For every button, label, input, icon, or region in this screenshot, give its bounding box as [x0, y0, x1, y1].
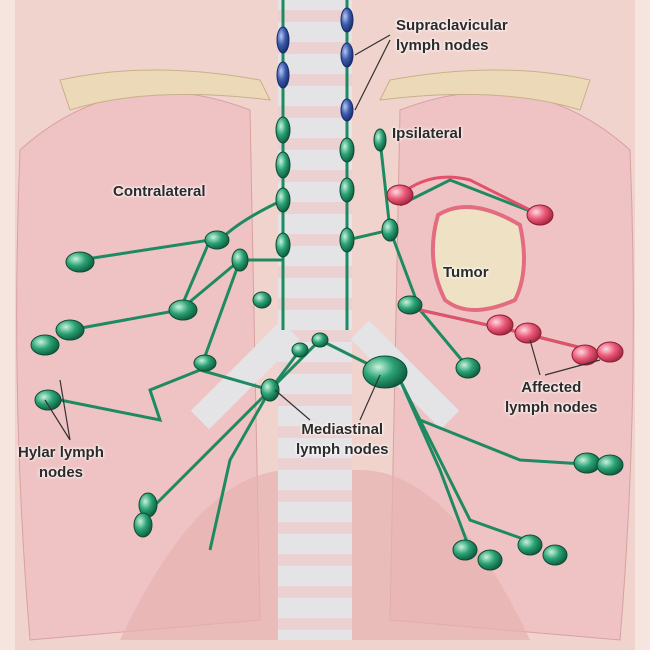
trachea-ring	[278, 234, 352, 246]
trachea-rings	[278, 10, 352, 630]
trachea-ring	[278, 522, 352, 534]
lymph-node	[455, 357, 481, 379]
trachea-ring	[278, 298, 352, 310]
lymph-node	[339, 227, 355, 253]
affected-pointer	[529, 339, 601, 376]
trachea-ring	[278, 202, 352, 214]
affected-lymph-node	[486, 314, 514, 336]
left-clavicle	[379, 69, 591, 111]
trachea-ring	[278, 426, 352, 438]
trachea-ring	[278, 106, 352, 118]
lymph-node	[339, 137, 355, 163]
lymph-node	[55, 319, 85, 341]
lymph-node	[291, 342, 309, 358]
lymph-node	[34, 389, 62, 411]
trachea-ring	[278, 138, 352, 150]
trachea	[278, 0, 352, 640]
mediastinal-pointer	[274, 374, 381, 421]
lymph-node	[275, 232, 291, 258]
affected-lymph-node	[596, 341, 624, 363]
trachea-ring	[278, 394, 352, 406]
lymph-node	[573, 452, 601, 474]
trachea-ring	[278, 586, 352, 598]
lymph-node	[362, 355, 408, 389]
lymph-node	[275, 151, 291, 179]
lymph-node	[204, 230, 230, 250]
ipsilateral-label: Ipsilateral	[392, 125, 463, 142]
supraclavicular-lymph-node	[340, 7, 354, 33]
lymph-node	[193, 354, 217, 372]
lymph-node	[231, 248, 249, 272]
lymph-node	[311, 332, 329, 348]
lymph-node	[133, 512, 153, 538]
lymph-node	[65, 251, 95, 273]
trachea-ring	[278, 458, 352, 470]
trachea-ring	[278, 490, 352, 502]
supraclavicular-pointer	[354, 34, 391, 111]
lymph-node	[517, 534, 543, 556]
supraclavicular-lymph-node	[276, 26, 290, 54]
trachea-ring	[278, 266, 352, 278]
hylar-pointer	[44, 379, 71, 441]
lymph-node	[260, 378, 280, 402]
lymph-node	[452, 539, 478, 561]
affected-lymph-node	[386, 184, 414, 206]
lymph-node	[339, 177, 355, 203]
lymph-node	[373, 128, 387, 152]
supraclavicular-lymph-node	[340, 42, 354, 68]
trachea-ring	[278, 74, 352, 86]
lymph-node	[381, 218, 399, 242]
lymph-node	[542, 544, 568, 566]
lymph-nodes	[30, 7, 624, 571]
right-clavicle	[59, 69, 271, 111]
lymph-node	[596, 454, 624, 476]
trachea-ring	[278, 554, 352, 566]
affected-lymph-node	[514, 322, 542, 344]
supraclavicular-lymph-node	[340, 98, 354, 122]
tumor	[430, 205, 526, 312]
lymph-node	[168, 299, 198, 321]
lymph-node	[275, 116, 291, 144]
trachea-ring	[278, 170, 352, 182]
lymph-node	[275, 187, 291, 213]
lymph-node	[397, 295, 423, 315]
trachea-ring	[278, 42, 352, 54]
lymph-node	[30, 334, 60, 356]
affected-lymph-node	[526, 204, 554, 226]
lymph-node	[477, 549, 503, 571]
lymph-node	[252, 291, 272, 309]
contralateral-label: Contralateral	[113, 183, 206, 200]
supraclavicular-lymph-node	[276, 61, 290, 89]
trachea-ring	[278, 618, 352, 630]
tumor-label: Tumor	[443, 264, 489, 281]
trachea-ring	[278, 10, 352, 22]
